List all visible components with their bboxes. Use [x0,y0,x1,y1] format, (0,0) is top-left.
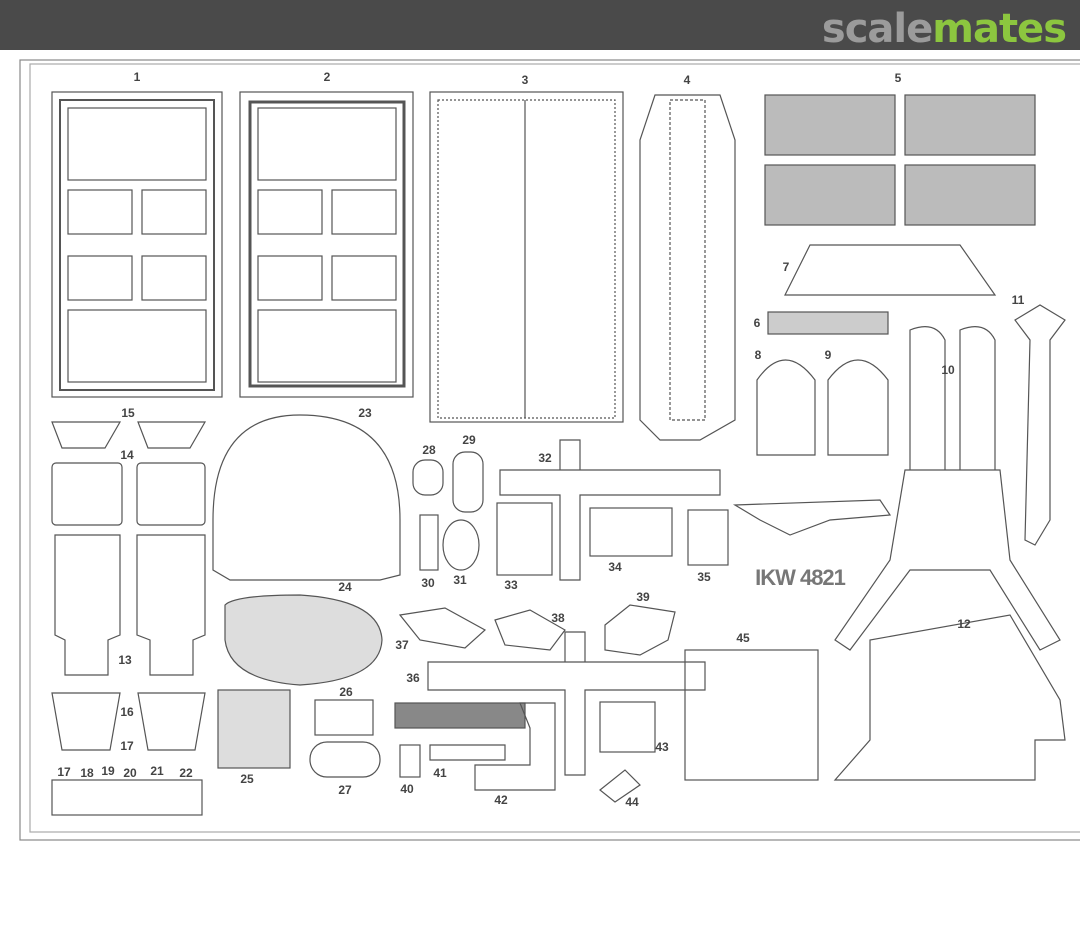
part-number: 36 [406,671,420,685]
part-number: 26 [339,685,353,699]
part-3 [429,91,624,423]
part-43 [599,701,656,753]
part-8 [756,359,816,456]
part-15 [51,421,207,449]
part-12 [833,614,1066,781]
part-30 [419,514,439,571]
part-37 [398,607,487,649]
part-number: 6 [753,316,761,330]
part-number: 9 [824,348,832,362]
part-42 [394,702,526,729]
part-number: 32 [538,451,552,465]
part-number: 30 [421,576,435,590]
part-number: 16 [120,705,134,719]
part-13b [136,534,206,676]
part-16 [51,692,206,751]
part-45 [684,649,819,781]
part-number: 34 [608,560,622,574]
part-23 [212,414,401,581]
part-number: 25 [240,772,254,786]
part-number: 42 [494,793,508,807]
part-40 [399,744,421,778]
part-32 [499,439,721,581]
part-number: 10 [941,363,955,377]
part-number: 14 [120,448,134,462]
part-number: 8 [754,348,762,362]
part-number: 13 [118,653,132,667]
fret-frame [19,59,1080,841]
part-9 [827,359,889,456]
part-number: 22 [179,766,193,780]
part-number: 38 [551,611,565,625]
part-number: 27 [338,783,352,797]
part-41 [429,744,506,761]
part-28 [412,459,444,496]
part-13a [54,534,121,676]
part-figure [732,499,892,536]
scalemates-logo[interactable]: scalemates [821,6,1067,52]
part-6 [767,311,889,335]
part-number: 29 [462,433,476,447]
part-number: 35 [697,570,711,584]
part-number: 18 [80,766,94,780]
part-number: 7 [782,260,790,274]
part-number: 45 [736,631,750,645]
part-number: 24 [338,580,352,594]
part-38 [494,609,566,651]
part-24 [224,594,383,686]
part-number: 28 [422,443,436,457]
part-29 [452,451,484,513]
part-number: 15 [121,406,135,420]
part-number: 17 [120,739,134,753]
part-number: 40 [400,782,414,796]
part-number: 37 [395,638,409,652]
part-number: 17 [57,765,71,779]
part-number: 19 [101,764,115,778]
part-number: 1 [133,70,141,84]
part-number: 20 [123,766,137,780]
part-number: 39 [636,590,650,604]
part-number: 33 [504,578,518,592]
part-number: 4 [683,73,691,87]
part-number: 31 [453,573,467,587]
part-number: 23 [358,406,372,420]
part-25 [217,689,291,769]
part-34 [589,507,673,557]
part-number: 2 [323,70,331,84]
part-7 [784,244,997,296]
part-1 [51,91,223,398]
part-39 [604,604,676,656]
site-header: scalemates [0,0,1080,52]
part-number: 3 [521,73,529,87]
part-5 [764,94,1036,226]
part-14a [51,462,123,526]
part-17-22 [51,779,203,816]
part-number: 11 [1011,293,1025,307]
part-35 [687,509,729,566]
part-number: 5 [894,71,902,85]
part-31 [442,519,480,571]
part-number: 21 [150,764,164,778]
part-33 [496,502,553,576]
part-number: 41 [433,766,447,780]
part-number: 44 [625,795,639,809]
part-26 [314,699,374,736]
part-number: 43 [655,740,669,754]
part-27 [309,741,381,778]
part-11 [1014,304,1066,546]
part-2 [239,91,414,398]
photo-etch-fret-diagram [19,59,1080,841]
fret-code-label: IKW 4821 [755,565,846,590]
part-4 [639,94,736,441]
part-44 [599,769,641,803]
part-10 [834,326,1061,651]
part-36 [427,631,706,776]
part-number: 12 [957,617,971,631]
